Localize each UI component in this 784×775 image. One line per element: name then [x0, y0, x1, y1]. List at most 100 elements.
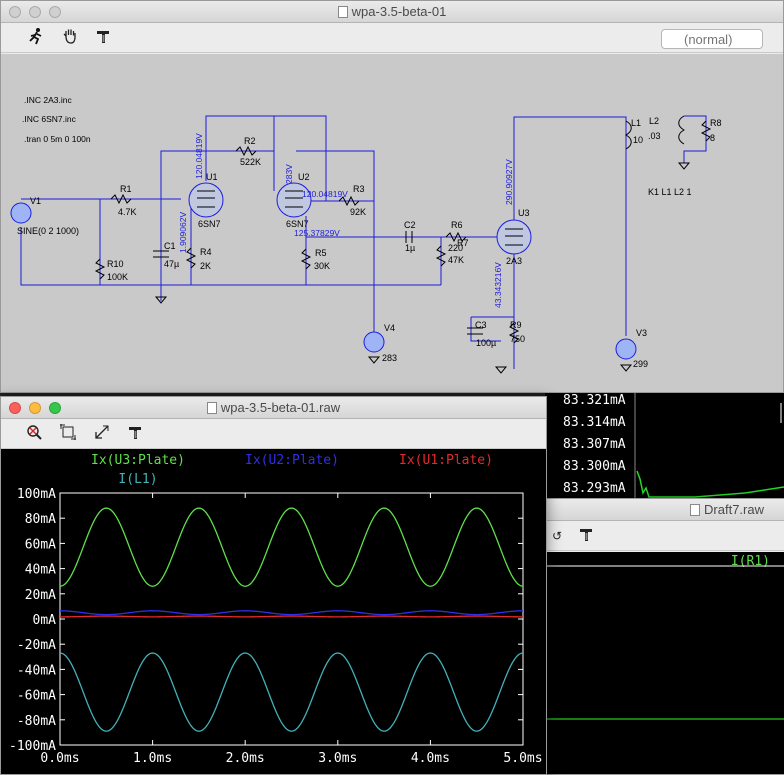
svg-text:U2: U2 [298, 172, 310, 182]
series-line[interactable] [60, 610, 523, 616]
svg-text:1µ: 1µ [405, 243, 415, 253]
zoom-button[interactable] [49, 6, 61, 18]
svg-text:290.90927V: 290.90927V [504, 159, 514, 205]
schematic-window: wpa-3.5-beta-01 ⚲ .INC 2A3.inc .INC 6SN7… [0, 0, 784, 393]
svg-text:100µ: 100µ [476, 338, 496, 348]
y-tick-label: -80mA [17, 714, 56, 729]
y-tick-label: -100mA [9, 739, 56, 754]
svg-text:30K: 30K [314, 261, 330, 271]
components [10, 115, 712, 374]
svg-text:C1: C1 [164, 241, 176, 251]
y-tick-label: 20mA [25, 588, 56, 603]
svg-text:U1: U1 [206, 172, 218, 182]
svg-text:U3: U3 [518, 208, 530, 218]
plot-titlebar[interactable]: wpa-3.5-beta-01.raw [1, 397, 546, 419]
svg-text:100K: 100K [107, 272, 128, 282]
plot-toolbar [1, 419, 546, 449]
svg-text:R8: R8 [710, 118, 722, 128]
minimize-button[interactable] [29, 6, 41, 18]
svg-text:V1: V1 [30, 196, 41, 206]
svg-text:C2: C2 [404, 220, 416, 230]
x-tick-label: 0.0ms [40, 751, 79, 766]
svg-text:.INC 2A3.inc: .INC 2A3.inc [24, 95, 72, 105]
window-controls [9, 6, 61, 18]
svg-text:283: 283 [382, 353, 397, 363]
svg-text:6SN7: 6SN7 [286, 219, 309, 229]
hammer-icon[interactable] [576, 525, 598, 547]
waveform-chart[interactable]: 100mA80mA60mA40mA20mA0mA-20mA-40mA-60mA-… [1, 449, 547, 775]
draft-window: Draft7.raw ↺ I(R1) [545, 498, 784, 775]
legend-entry[interactable]: Ix(U1:Plate) [399, 453, 493, 468]
svg-text:L1: L1 [631, 118, 641, 128]
svg-text:R5: R5 [315, 248, 327, 258]
draft-trace [546, 565, 784, 720]
draft-trace-label[interactable]: I(R1) [730, 554, 770, 569]
window-controls [9, 402, 61, 414]
x-tick-label: 5.0ms [503, 751, 542, 766]
svg-text:120.04819V: 120.04819V [302, 189, 348, 199]
svg-text:2K: 2K [200, 261, 211, 271]
svg-text:L2: L2 [649, 116, 659, 126]
y-tick-label: 80mA [25, 512, 56, 527]
zoom-button[interactable] [49, 402, 61, 414]
zoom-fit-icon[interactable] [57, 423, 79, 445]
draft-toolbar: ↺ [546, 521, 784, 551]
svg-text:299: 299 [633, 359, 648, 369]
svg-text:2A3: 2A3 [506, 256, 522, 266]
svg-text:283V: 283V [284, 164, 294, 184]
series-line[interactable] [60, 615, 523, 618]
hammer-icon[interactable] [93, 27, 115, 49]
readout-value: 83.314mA [563, 415, 626, 430]
x-tick-label: 1.0ms [133, 751, 172, 766]
hand-icon[interactable] [59, 27, 81, 49]
readout-value: 83.293mA [563, 481, 626, 496]
y-tick-label: -40mA [17, 663, 56, 678]
close-button[interactable] [9, 402, 21, 414]
draft-plot-area[interactable]: I(R1) [546, 552, 784, 774]
legend-entry[interactable]: Ix(U3:Plate) [91, 453, 185, 468]
svg-text:R10: R10 [107, 259, 124, 269]
run-icon[interactable] [25, 27, 47, 49]
side-readout-window: 83.321mA 83.314mA 83.307mA 83.300mA 83.2… [545, 393, 784, 503]
search-input[interactable] [661, 29, 763, 49]
y-tick-label: -60mA [17, 689, 56, 704]
svg-text:.tran 0 5m 0 100n: .tran 0 5m 0 100n [24, 134, 91, 144]
readout-trace [634, 393, 784, 503]
autorange-icon[interactable] [91, 423, 113, 445]
readout-value: 83.307mA [563, 437, 626, 452]
svg-text:10: 10 [633, 135, 643, 145]
x-tick-label: 3.0ms [318, 751, 357, 766]
close-button[interactable] [9, 6, 21, 18]
document-icon [337, 6, 348, 18]
series-line[interactable] [59, 652, 524, 732]
legend-entry[interactable]: I(L1) [118, 472, 157, 487]
autorange-icon[interactable]: ↺ [551, 529, 563, 543]
schematic-canvas[interactable]: .INC 2A3.inc .INC 6SN7.inc .tran 0 5m 0 … [1, 54, 783, 392]
svg-text:47K: 47K [448, 255, 464, 265]
svg-text:522K: 522K [240, 157, 261, 167]
svg-text:R7: R7 [457, 238, 469, 248]
svg-text:.INC 6SN7.inc: .INC 6SN7.inc [22, 114, 77, 124]
legend-entry[interactable]: Ix(U2:Plate) [245, 453, 339, 468]
svg-text:R1: R1 [120, 184, 132, 194]
svg-text:V3: V3 [636, 328, 647, 338]
svg-text:R6: R6 [451, 220, 463, 230]
directives: .INC 2A3.inc .INC 6SN7.inc .tran 0 5m 0 … [22, 95, 91, 144]
svg-text:750: 750 [510, 334, 525, 344]
schematic-title: wpa-3.5-beta-01 [351, 4, 447, 19]
svg-text:8: 8 [710, 133, 715, 143]
y-tick-label: 100mA [17, 487, 56, 502]
schematic-titlebar[interactable]: wpa-3.5-beta-01 [1, 1, 783, 23]
component-labels: V1 SINE(0 2 1000) R1 4.7K R10 100K C1 47… [17, 116, 722, 369]
minimize-button[interactable] [29, 402, 41, 414]
svg-text:V4: V4 [384, 323, 395, 333]
hammer-icon[interactable] [125, 423, 147, 445]
draft-titlebar[interactable]: Draft7.raw [546, 499, 784, 521]
document-icon [206, 402, 217, 414]
zoom-cancel-icon[interactable] [23, 423, 45, 445]
series-line[interactable] [59, 507, 524, 587]
svg-text:R3: R3 [353, 184, 365, 194]
y-tick-label: -20mA [17, 638, 56, 653]
